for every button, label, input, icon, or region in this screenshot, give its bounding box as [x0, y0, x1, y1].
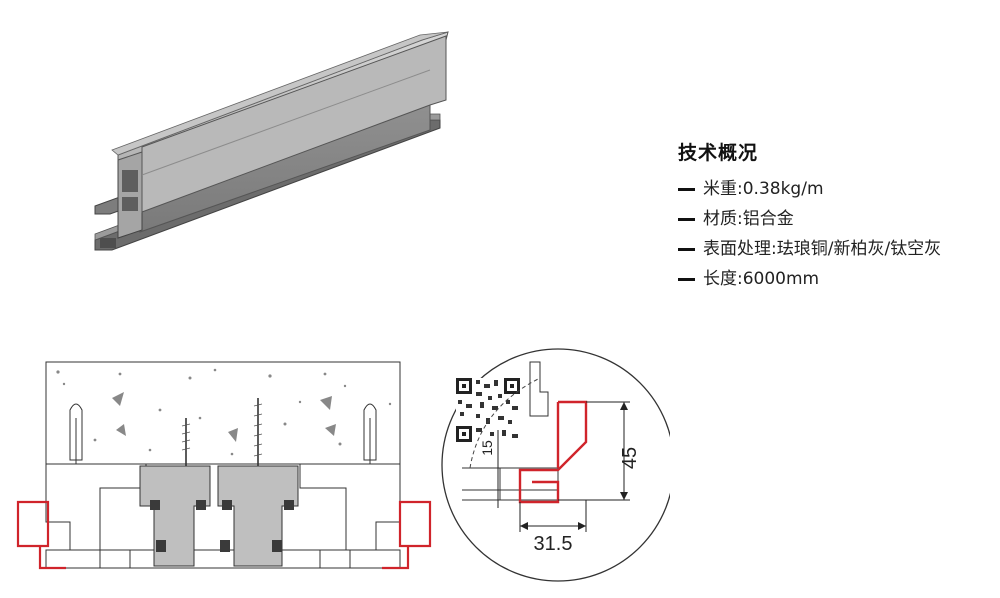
dim-width-label: 31.5	[534, 533, 573, 555]
dash-icon	[678, 188, 695, 191]
profile-3d-render	[94, 31, 449, 251]
spec-item-text: 长度:6000mm	[703, 269, 820, 289]
spec-item-material: 材质:铝合金	[678, 205, 988, 233]
detail-view: 45 31.5 15	[441, 348, 670, 582]
section-drawing	[16, 361, 432, 570]
red-edge-profiles	[16, 500, 432, 570]
dash-icon	[678, 218, 695, 221]
anchor-bolts	[69, 403, 377, 482]
dash-icon	[678, 278, 695, 281]
spec-item-text: 表面处理:珐琅铜/新柏灰/钛空灰	[703, 239, 942, 259]
dash-icon	[678, 248, 695, 251]
spec-item-finish: 表面处理:珐琅铜/新柏灰/钛空灰	[678, 235, 988, 263]
spec-title: 技术概况	[678, 142, 759, 164]
dimension-lines	[497, 401, 630, 532]
concrete-aggregate	[56, 368, 392, 456]
dim-small-label: 15	[479, 440, 495, 456]
qr-code-icon	[456, 378, 520, 442]
spec-panel: 技术概况 米重:0.38kg/m 材质:铝合金 表面处理:珐琅铜/新柏灰/钛空灰…	[678, 138, 988, 295]
dim-height-label: 45	[619, 447, 641, 469]
spec-item-text: 米重:0.38kg/m	[703, 179, 824, 199]
spec-item-length: 长度:6000mm	[678, 265, 988, 293]
spec-item-weight: 米重:0.38kg/m	[678, 175, 988, 203]
spec-item-text: 材质:铝合金	[703, 209, 794, 229]
